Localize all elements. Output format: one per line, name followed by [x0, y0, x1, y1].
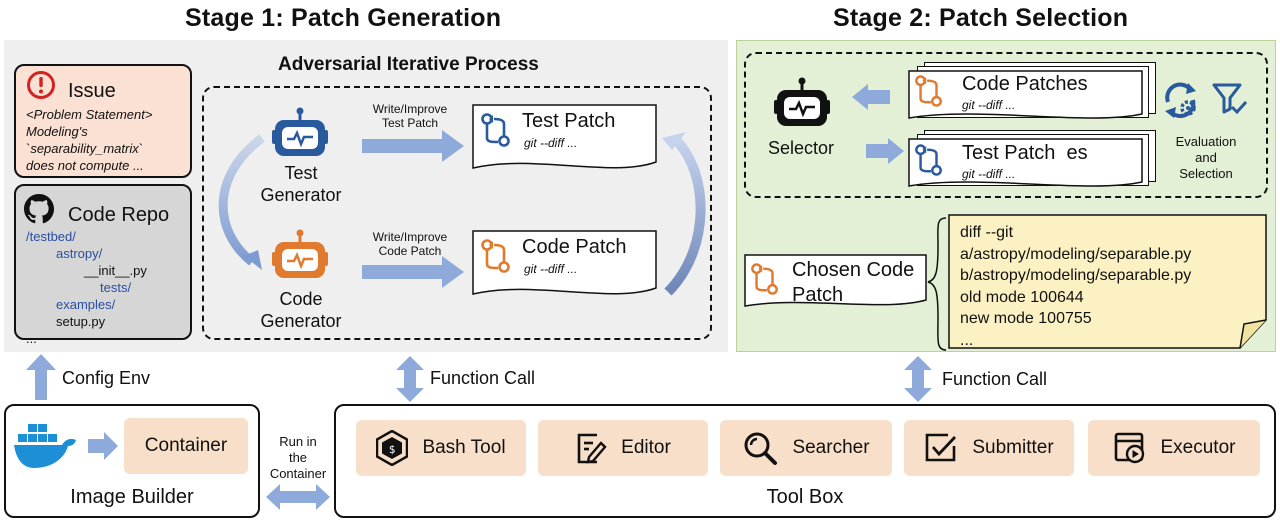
- refresh-gear-icon: [1165, 82, 1196, 119]
- arrow-right-builder: [88, 432, 118, 460]
- selection-box: [744, 52, 1268, 198]
- git-branch-icon: [915, 75, 942, 107]
- selector-robot-icon: [774, 77, 830, 126]
- config-env-label: Config Env: [62, 368, 151, 388]
- toolbox-box: [334, 404, 1276, 518]
- tool-bash-label: Bash Tool: [422, 437, 506, 458]
- issue-title: Issue: [68, 80, 116, 102]
- process-title: Adversarial Iterative Process: [278, 54, 539, 75]
- code-patches-doc: [908, 70, 1143, 119]
- arrow-right-code: [362, 256, 464, 288]
- write-code-label: Write/Improve Code Patch: [372, 230, 448, 258]
- edit-icon: [577, 433, 607, 464]
- git-branch-icon: [915, 144, 942, 176]
- docker-icon: [14, 424, 76, 468]
- write-test-label: Write/Improve Test Patch: [372, 102, 448, 130]
- test-generator-robot-icon: [272, 107, 328, 156]
- github-icon: [24, 194, 54, 224]
- container-box: Container: [124, 418, 248, 474]
- image-builder-box: [4, 404, 260, 518]
- tool-searcher[interactable]: Searcher: [720, 420, 892, 476]
- test-patch-title: Test Patch: [522, 110, 616, 132]
- evaluation-label: Evaluation and Selection: [1175, 134, 1237, 181]
- terminal-icon: $: [376, 430, 409, 466]
- arrow-leftright-run: [266, 484, 330, 510]
- submit-check-icon: [926, 433, 957, 462]
- tool-editor-label: Editor: [621, 437, 671, 458]
- git-branch-icon: [751, 263, 778, 295]
- arrow-updown-function-1: [396, 356, 424, 402]
- code-patch-doc: [472, 230, 657, 295]
- image-builder-label: Image Builder: [70, 486, 194, 508]
- code-generator-robot-icon: [272, 229, 328, 278]
- code-patch-sub: git --diff ...: [524, 262, 578, 276]
- test-patches-title: Test Patch es: [962, 142, 1088, 164]
- tool-submitter-label: Submitter: [972, 437, 1054, 458]
- tool-executor-label: Executor: [1160, 437, 1236, 458]
- function-call-label-1: Function Call: [430, 368, 536, 388]
- diff-note: [948, 214, 1267, 349]
- test-generator-label: Test Generator: [260, 163, 342, 205]
- chosen-code-patch-doc: [744, 254, 927, 307]
- alert-icon: [27, 71, 55, 99]
- test-patch-doc: [472, 104, 657, 169]
- issue-card: Issue <Problem Statement> Modeling's `se…: [14, 64, 192, 178]
- repo-tree: /testbed/ astropy/ __init__.py tests/ ex…: [26, 229, 147, 346]
- arrow-up-config: [26, 354, 56, 400]
- tool-submitter[interactable]: Submitter: [904, 420, 1074, 476]
- adversarial-process-box: [202, 86, 712, 340]
- selector-label: Selector: [767, 138, 835, 158]
- svg-text:$: $: [389, 443, 396, 456]
- run-in-container-label: Run in the Container: [269, 434, 327, 481]
- code-repo-card: Code Repo /testbed/ astropy/ __init__.py…: [14, 184, 192, 346]
- play-window-icon: [1114, 432, 1144, 464]
- test-patches-sub: git --diff ...: [962, 167, 1016, 181]
- issue-text: <Problem Statement> Modeling's `separabi…: [26, 107, 153, 173]
- toolbox-label: Tool Box: [766, 486, 844, 508]
- chosen-code-patch-label: Chosen Code Patch: [792, 259, 915, 306]
- brace: [927, 217, 947, 351]
- diff-text: diff --git a/astropy/modeling/separable.…: [960, 224, 1192, 349]
- git-branch-icon: [481, 239, 510, 273]
- arrow-right-selector: [866, 138, 904, 164]
- tool-searcher-label: Searcher: [792, 437, 870, 458]
- function-call-label-2: Function Call: [942, 369, 1048, 389]
- code-generator-label: Code Generator: [260, 289, 342, 331]
- tool-editor[interactable]: Editor: [538, 420, 708, 476]
- arrow-left-selector: [852, 84, 890, 110]
- code-patch-title: Code Patch: [522, 236, 627, 258]
- search-icon: [744, 432, 778, 465]
- git-branch-icon: [481, 113, 510, 147]
- stage1-title: Stage 1: Patch Generation: [185, 4, 502, 32]
- tool-executor[interactable]: Executor: [1088, 420, 1260, 476]
- arrow-right-test: [362, 130, 464, 162]
- code-patches-title: Code Patches: [962, 73, 1088, 95]
- stage2-title: Stage 2: Patch Selection: [833, 4, 1129, 32]
- code-patches-sub: git --diff ...: [962, 98, 1016, 112]
- tool-bash[interactable]: $ Bash Tool: [356, 420, 526, 476]
- test-patch-sub: git --diff ...: [524, 136, 578, 150]
- repo-title: Code Repo: [68, 204, 170, 226]
- filter-check-icon: [1212, 83, 1248, 115]
- arrow-updown-function-2: [904, 356, 932, 402]
- test-patches-doc: [908, 138, 1143, 187]
